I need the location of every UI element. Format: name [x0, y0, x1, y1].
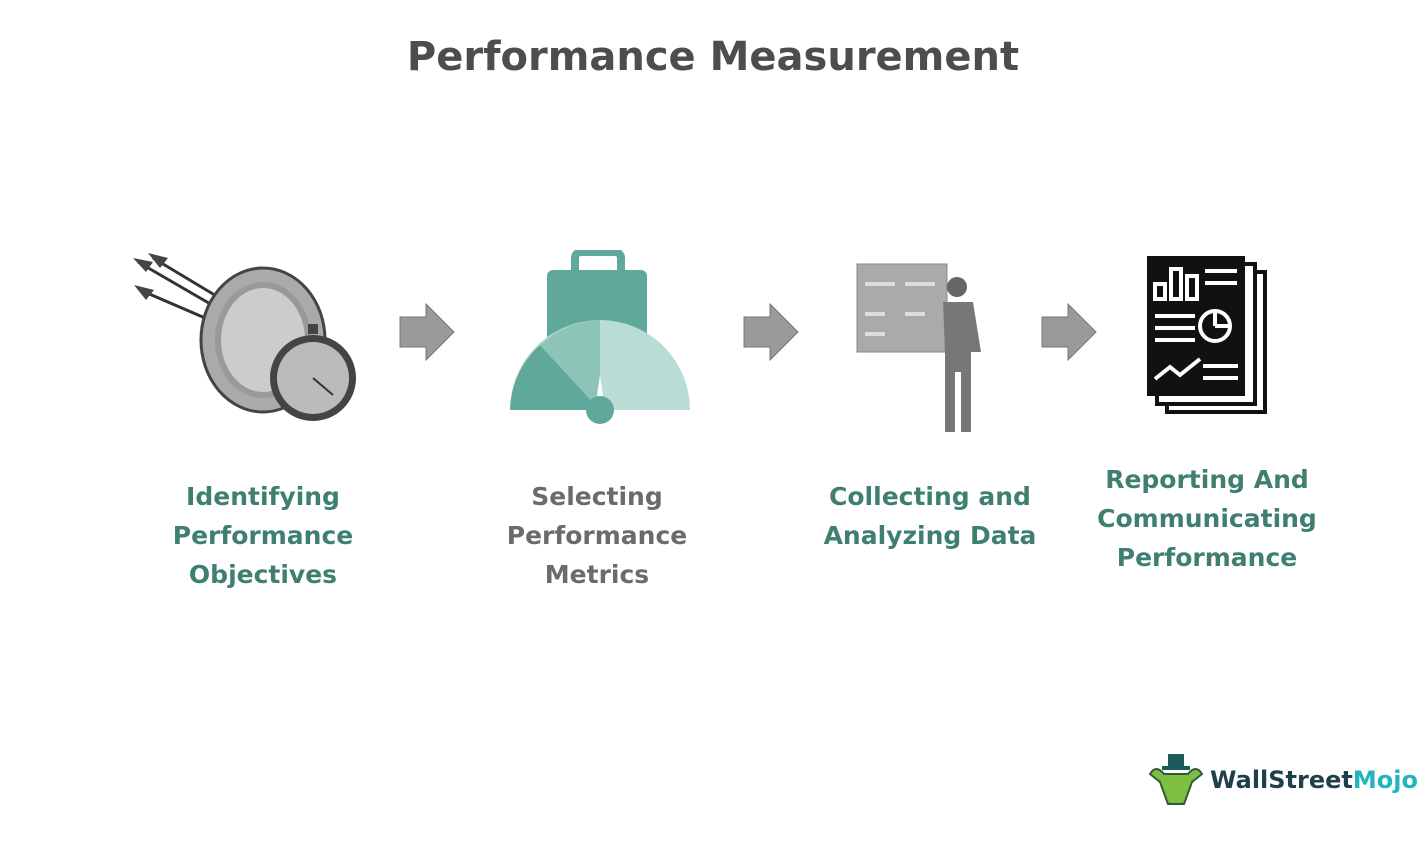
label-line: Collecting and	[829, 482, 1031, 511]
page-title: Performance Measurement	[406, 34, 1020, 80]
label-line: Identifying	[186, 482, 340, 511]
step-label-selecting-metrics: Selecting Performance Metrics	[477, 477, 717, 594]
report-documents-icon	[1147, 256, 1267, 414]
label-line: Metrics	[544, 560, 650, 589]
label-line: Reporting And	[1105, 465, 1309, 494]
logo-text-mojo: Mojo	[1352, 766, 1418, 794]
label-line: Communicating	[1097, 504, 1317, 533]
arrow-right-icon	[743, 302, 799, 362]
label-line: Objectives	[188, 560, 338, 589]
label-line: Selecting	[531, 482, 663, 511]
arrow-right-icon	[1041, 302, 1097, 362]
person-dashboard-icon	[856, 263, 981, 432]
bull-logo-icon	[1148, 754, 1204, 805]
step-label-reporting-performance: Reporting And Communicating Performance	[1077, 460, 1337, 577]
step-label-collecting-data: Collecting and Analyzing Data	[800, 477, 1060, 555]
label-line: Performance	[1116, 543, 1298, 572]
logo-text-wallstreet: WallStreet	[1210, 766, 1353, 794]
label-line: Performance	[172, 521, 354, 550]
wallstreetmojo-logo: WallStreetMojo	[1148, 752, 1418, 808]
label-line: Analyzing Data	[823, 521, 1037, 550]
target-stopwatch-icon	[133, 253, 356, 421]
step-label-identifying-objectives: Identifying Performance Objectives	[143, 477, 383, 594]
arrow-right-icon	[399, 302, 455, 362]
briefcase-gauge-icon	[510, 250, 690, 424]
label-line: Performance	[506, 521, 688, 550]
